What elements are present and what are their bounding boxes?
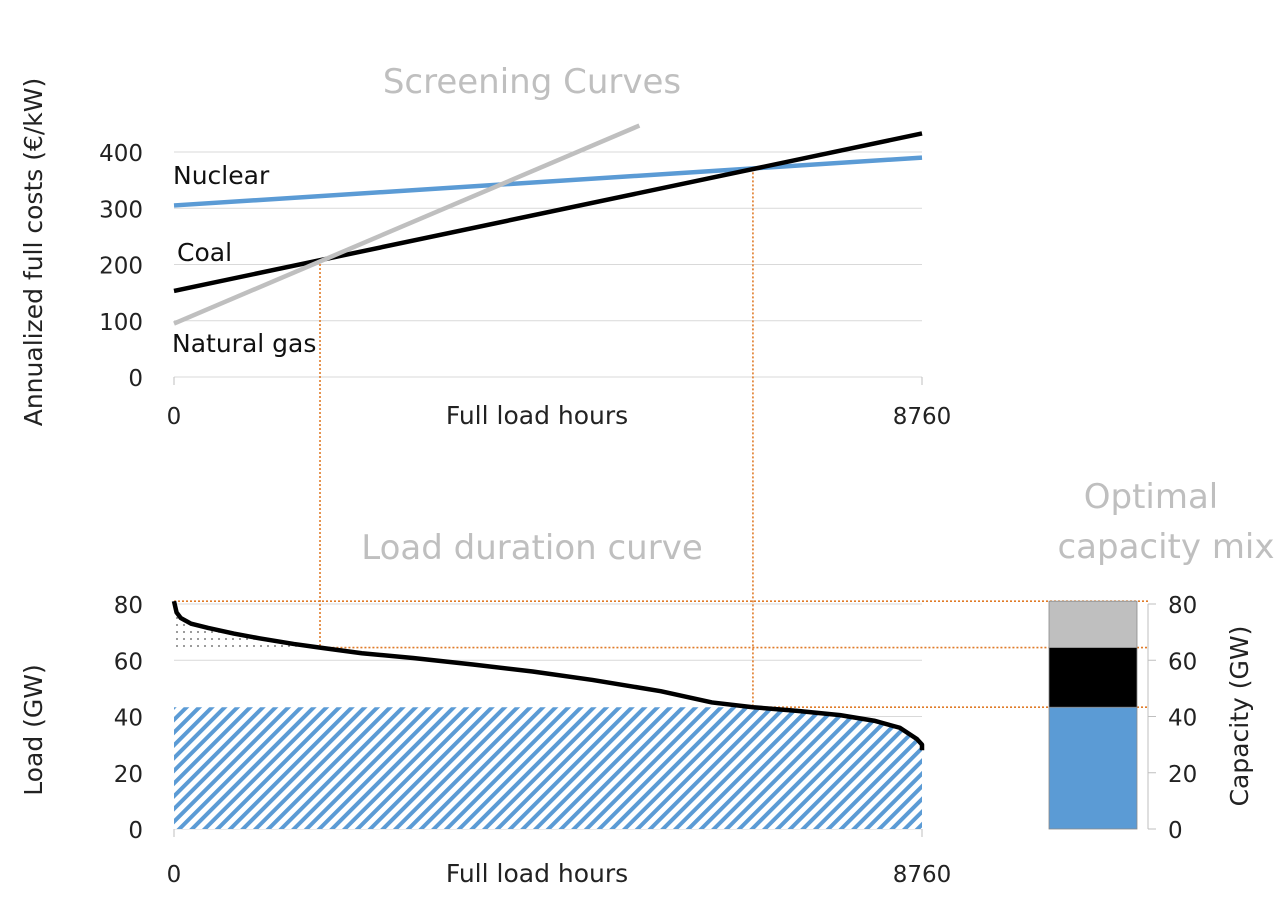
y-tick-bottom-40: 40 — [114, 706, 143, 732]
y-tick-capacity-60: 60 — [1168, 649, 1197, 675]
chart-title-load-duration: Load duration curve — [361, 528, 703, 568]
y-tick-capacity-40: 40 — [1168, 706, 1197, 732]
y-tick-bottom-20: 20 — [114, 762, 143, 788]
guide-gas-coal — [319, 260, 1049, 649]
load-duration-curve — [171, 600, 925, 751]
chart-title-capacity-mix-line1: Optimal — [1084, 477, 1219, 517]
guide-coal-nuclear — [752, 168, 1049, 709]
y-tick-capacity-80: 80 — [1168, 593, 1197, 619]
y-tick-labels: 0 100 200 300 400 0 20 40 60 80 0 20 40 60 80 — [99, 141, 1197, 844]
y-tick-capacity-0: 0 — [1168, 818, 1183, 844]
load-curve-group — [171, 600, 925, 751]
y-tick-bottom-0: 0 — [128, 818, 143, 844]
y-axis-label-top: Annualized full costs (€/kW) — [19, 78, 48, 427]
y-tick-bottom-80: 80 — [114, 593, 143, 619]
band-gas — [174, 601, 321, 648]
y-axis-label-bottom: Load (GW) — [19, 664, 48, 796]
chart-title-screening: Screening Curves — [383, 62, 681, 102]
screening-line-nuclear — [173, 155, 923, 208]
y-tick-capacity-20: 20 — [1168, 762, 1197, 788]
y-tick-top-100: 100 — [99, 310, 143, 336]
screening-line-coal — [173, 131, 923, 294]
x-tick-bottom-0: 0 — [167, 862, 182, 888]
screening-line-gas — [173, 123, 641, 326]
capacity-segment-coal — [1048, 647, 1138, 708]
capacity-segment-nuclear — [1048, 706, 1138, 830]
series-label-nuclear: Nuclear — [173, 161, 270, 190]
series-label-natural-gas: Natural gas — [172, 329, 316, 358]
x-tick-bottom-8760: 8760 — [893, 862, 952, 888]
y-tick-top-200: 200 — [99, 254, 143, 280]
y-tick-top-300: 300 — [99, 197, 143, 223]
band-nuclear — [174, 707, 922, 829]
y-tick-bottom-60: 60 — [114, 649, 143, 675]
x-tick-top-8760: 8760 — [893, 404, 952, 430]
chart-title-capacity-mix-line2: capacity mix — [1057, 527, 1274, 567]
x-axis-label-bottom: Full load hours — [446, 859, 628, 888]
capacity-stack — [1048, 600, 1156, 830]
y-tick-top-400: 400 — [99, 141, 143, 167]
x-axis-label-top: Full load hours — [446, 401, 628, 430]
series-label-coal: Coal — [177, 238, 232, 267]
capacity-segment-gas — [1048, 600, 1138, 648]
x-tick-top-0: 0 — [167, 404, 182, 430]
guide-lines — [174, 168, 1148, 709]
y-tick-top-0: 0 — [128, 366, 143, 392]
y-axis-label-capacity: Capacity (GW) — [1225, 626, 1254, 807]
screening-lines — [173, 123, 923, 326]
load-bands — [174, 601, 922, 829]
